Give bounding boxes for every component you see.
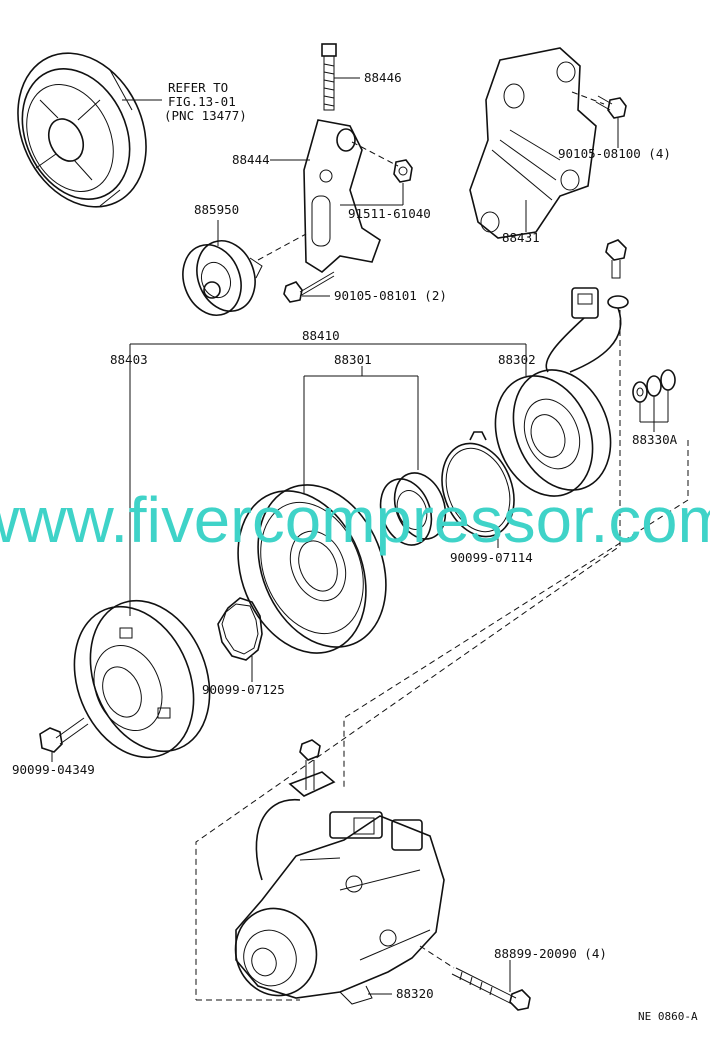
snap-ring-90099-07114-drawing <box>441 431 515 538</box>
coil-connector-drawing <box>545 287 622 373</box>
bolt-88446-drawing <box>321 43 337 111</box>
bracket-88431-drawing <box>469 47 597 239</box>
group-bracket-88410 <box>129 343 527 356</box>
label-88431: 88431 <box>502 230 540 245</box>
label-90105-08100: 90105-08100 (4) <box>558 146 671 161</box>
snap-ring-90099-07125-drawing <box>217 597 263 661</box>
rotor-pulley-drawing <box>237 484 387 654</box>
bolt-88899-drawing <box>451 967 531 1011</box>
magnet-coil-drawing <box>494 369 612 497</box>
label-90099-07114: 90099-07114 <box>450 550 533 565</box>
label-refer-line1: REFER TO <box>168 80 228 95</box>
bolt-90099-04349-drawing <box>39 717 89 753</box>
label-88301: 88301 <box>334 352 372 367</box>
label-refer-line3: (PNC 13477) <box>164 108 247 123</box>
label-90099-04349: 90099-04349 <box>12 762 95 777</box>
nut-91511-drawing <box>393 159 413 183</box>
bracket-88444-drawing <box>303 119 381 273</box>
pressure-plate-drawing <box>73 356 211 759</box>
idler-pulley-drawing <box>182 240 263 316</box>
watermark-text: www.fivercompressor.com <box>0 484 710 556</box>
label-88320: 88320 <box>396 986 434 1001</box>
label-91511-61040: 91511-61040 <box>348 206 431 221</box>
crank-pulley-drawing <box>17 52 147 208</box>
label-90105-08101: 90105-08101 (2) <box>334 288 447 303</box>
label-88410: 88410 <box>302 328 340 343</box>
label-88403: 88403 <box>110 352 148 367</box>
assembly-dash-lines <box>195 310 689 1001</box>
label-88330A: 88330A <box>632 432 678 447</box>
label-refer-line2: FIG.13-01 <box>168 94 236 109</box>
bolt-90105-08100-drawing <box>595 95 627 119</box>
label-88302: 88302 <box>498 352 536 367</box>
label-88446: 88446 <box>364 70 402 85</box>
compressor-drawing <box>234 739 445 1005</box>
label-885950: 885950 <box>194 202 239 217</box>
label-88899-20090: 88899-20090 (4) <box>494 946 607 961</box>
bolt-90105-08101-drawing <box>283 271 335 303</box>
label-88444: 88444 <box>232 152 270 167</box>
figure-reference: NE 0860-A <box>638 1010 698 1023</box>
label-90099-07125: 90099-07125 <box>202 682 285 697</box>
ground-bolt-drawing <box>605 239 629 309</box>
bearing-drawing <box>379 472 447 546</box>
